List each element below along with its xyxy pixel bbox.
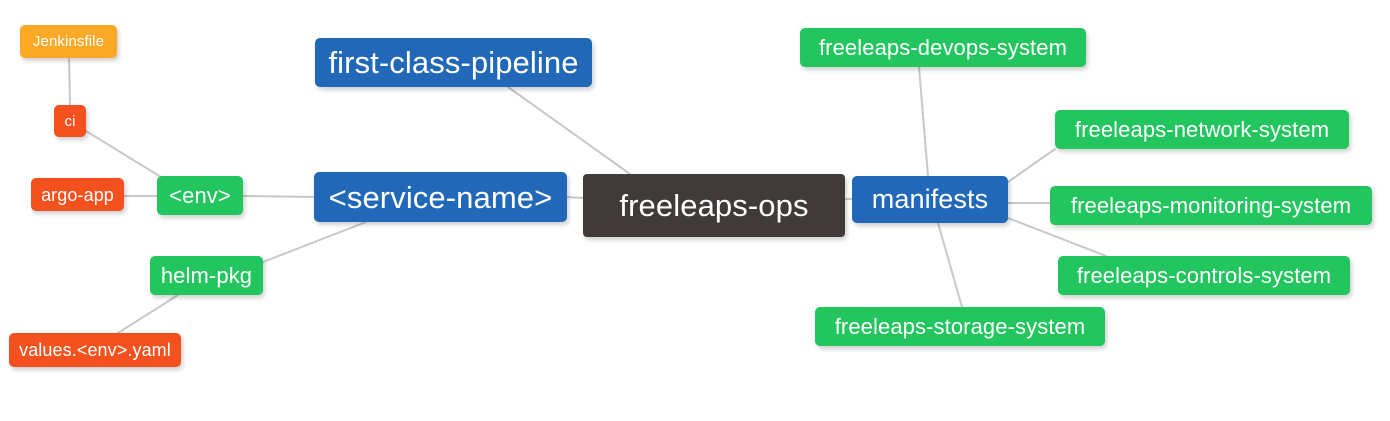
- node-label-jenkinsfile: Jenkinsfile: [32, 33, 105, 50]
- edge-first-class-pipeline-to-freeleaps-ops: [507, 86, 631, 175]
- node-service-name[interactable]: <service-name>: [314, 172, 567, 222]
- node-label-freeleaps-ops: freeleaps-ops: [619, 188, 809, 223]
- node-label-helm-pkg: helm-pkg: [160, 262, 253, 288]
- edge-ci-to-env: [85, 130, 162, 178]
- node-freeleaps-devops-system[interactable]: freeleaps-devops-system: [800, 28, 1086, 67]
- node-label-freeleaps-devops-system: freeleaps-devops-system: [818, 34, 1068, 60]
- node-freeleaps-storage-system[interactable]: freeleaps-storage-system: [815, 307, 1105, 346]
- node-helm-pkg[interactable]: helm-pkg: [150, 256, 263, 295]
- node-label-service-name: <service-name>: [328, 179, 553, 215]
- node-freeleaps-monitoring-system[interactable]: freeleaps-monitoring-system: [1050, 186, 1372, 225]
- node-label-first-class-pipeline: first-class-pipeline: [328, 45, 579, 80]
- node-first-class-pipeline[interactable]: first-class-pipeline: [315, 38, 592, 87]
- edge-service-name-to-freeleaps-ops: [566, 196, 584, 199]
- node-freeleaps-ops[interactable]: freeleaps-ops: [583, 174, 845, 237]
- node-freeleaps-controls-system[interactable]: freeleaps-controls-system: [1058, 256, 1350, 295]
- edge-helm-pkg-to-service-name: [262, 221, 367, 263]
- node-label-freeleaps-storage-system: freeleaps-storage-system: [834, 313, 1086, 339]
- node-freeleaps-network-system[interactable]: freeleaps-network-system: [1055, 110, 1349, 149]
- node-label-ci: ci: [64, 112, 76, 130]
- edge-manifests-to-freeleaps-devops-system: [918, 66, 929, 177]
- node-label-freeleaps-monitoring-system: freeleaps-monitoring-system: [1070, 192, 1352, 218]
- edge-jenkinsfile-to-ci: [68, 57, 71, 106]
- node-env[interactable]: <env>: [157, 176, 243, 215]
- edge-manifests-to-freeleaps-storage-system: [937, 222, 963, 308]
- node-jenkinsfile[interactable]: Jenkinsfile: [20, 25, 117, 58]
- node-label-manifests: manifests: [871, 184, 989, 214]
- node-manifests[interactable]: manifests: [852, 176, 1008, 223]
- node-label-freeleaps-network-system: freeleaps-network-system: [1074, 116, 1330, 142]
- edge-values-yaml-to-helm-pkg: [117, 294, 179, 334]
- node-values-yaml[interactable]: values.<env>.yaml: [9, 333, 181, 367]
- node-label-env: <env>: [169, 182, 231, 208]
- node-label-freeleaps-controls-system: freeleaps-controls-system: [1076, 262, 1332, 288]
- node-ci[interactable]: ci: [54, 105, 86, 137]
- edge-manifests-to-freeleaps-network-system: [1007, 148, 1056, 183]
- node-label-values-yaml: values.<env>.yaml: [19, 340, 171, 360]
- node-argo-app[interactable]: argo-app: [31, 178, 124, 211]
- node-label-argo-app: argo-app: [41, 184, 114, 205]
- edge-env-to-service-name: [242, 195, 315, 198]
